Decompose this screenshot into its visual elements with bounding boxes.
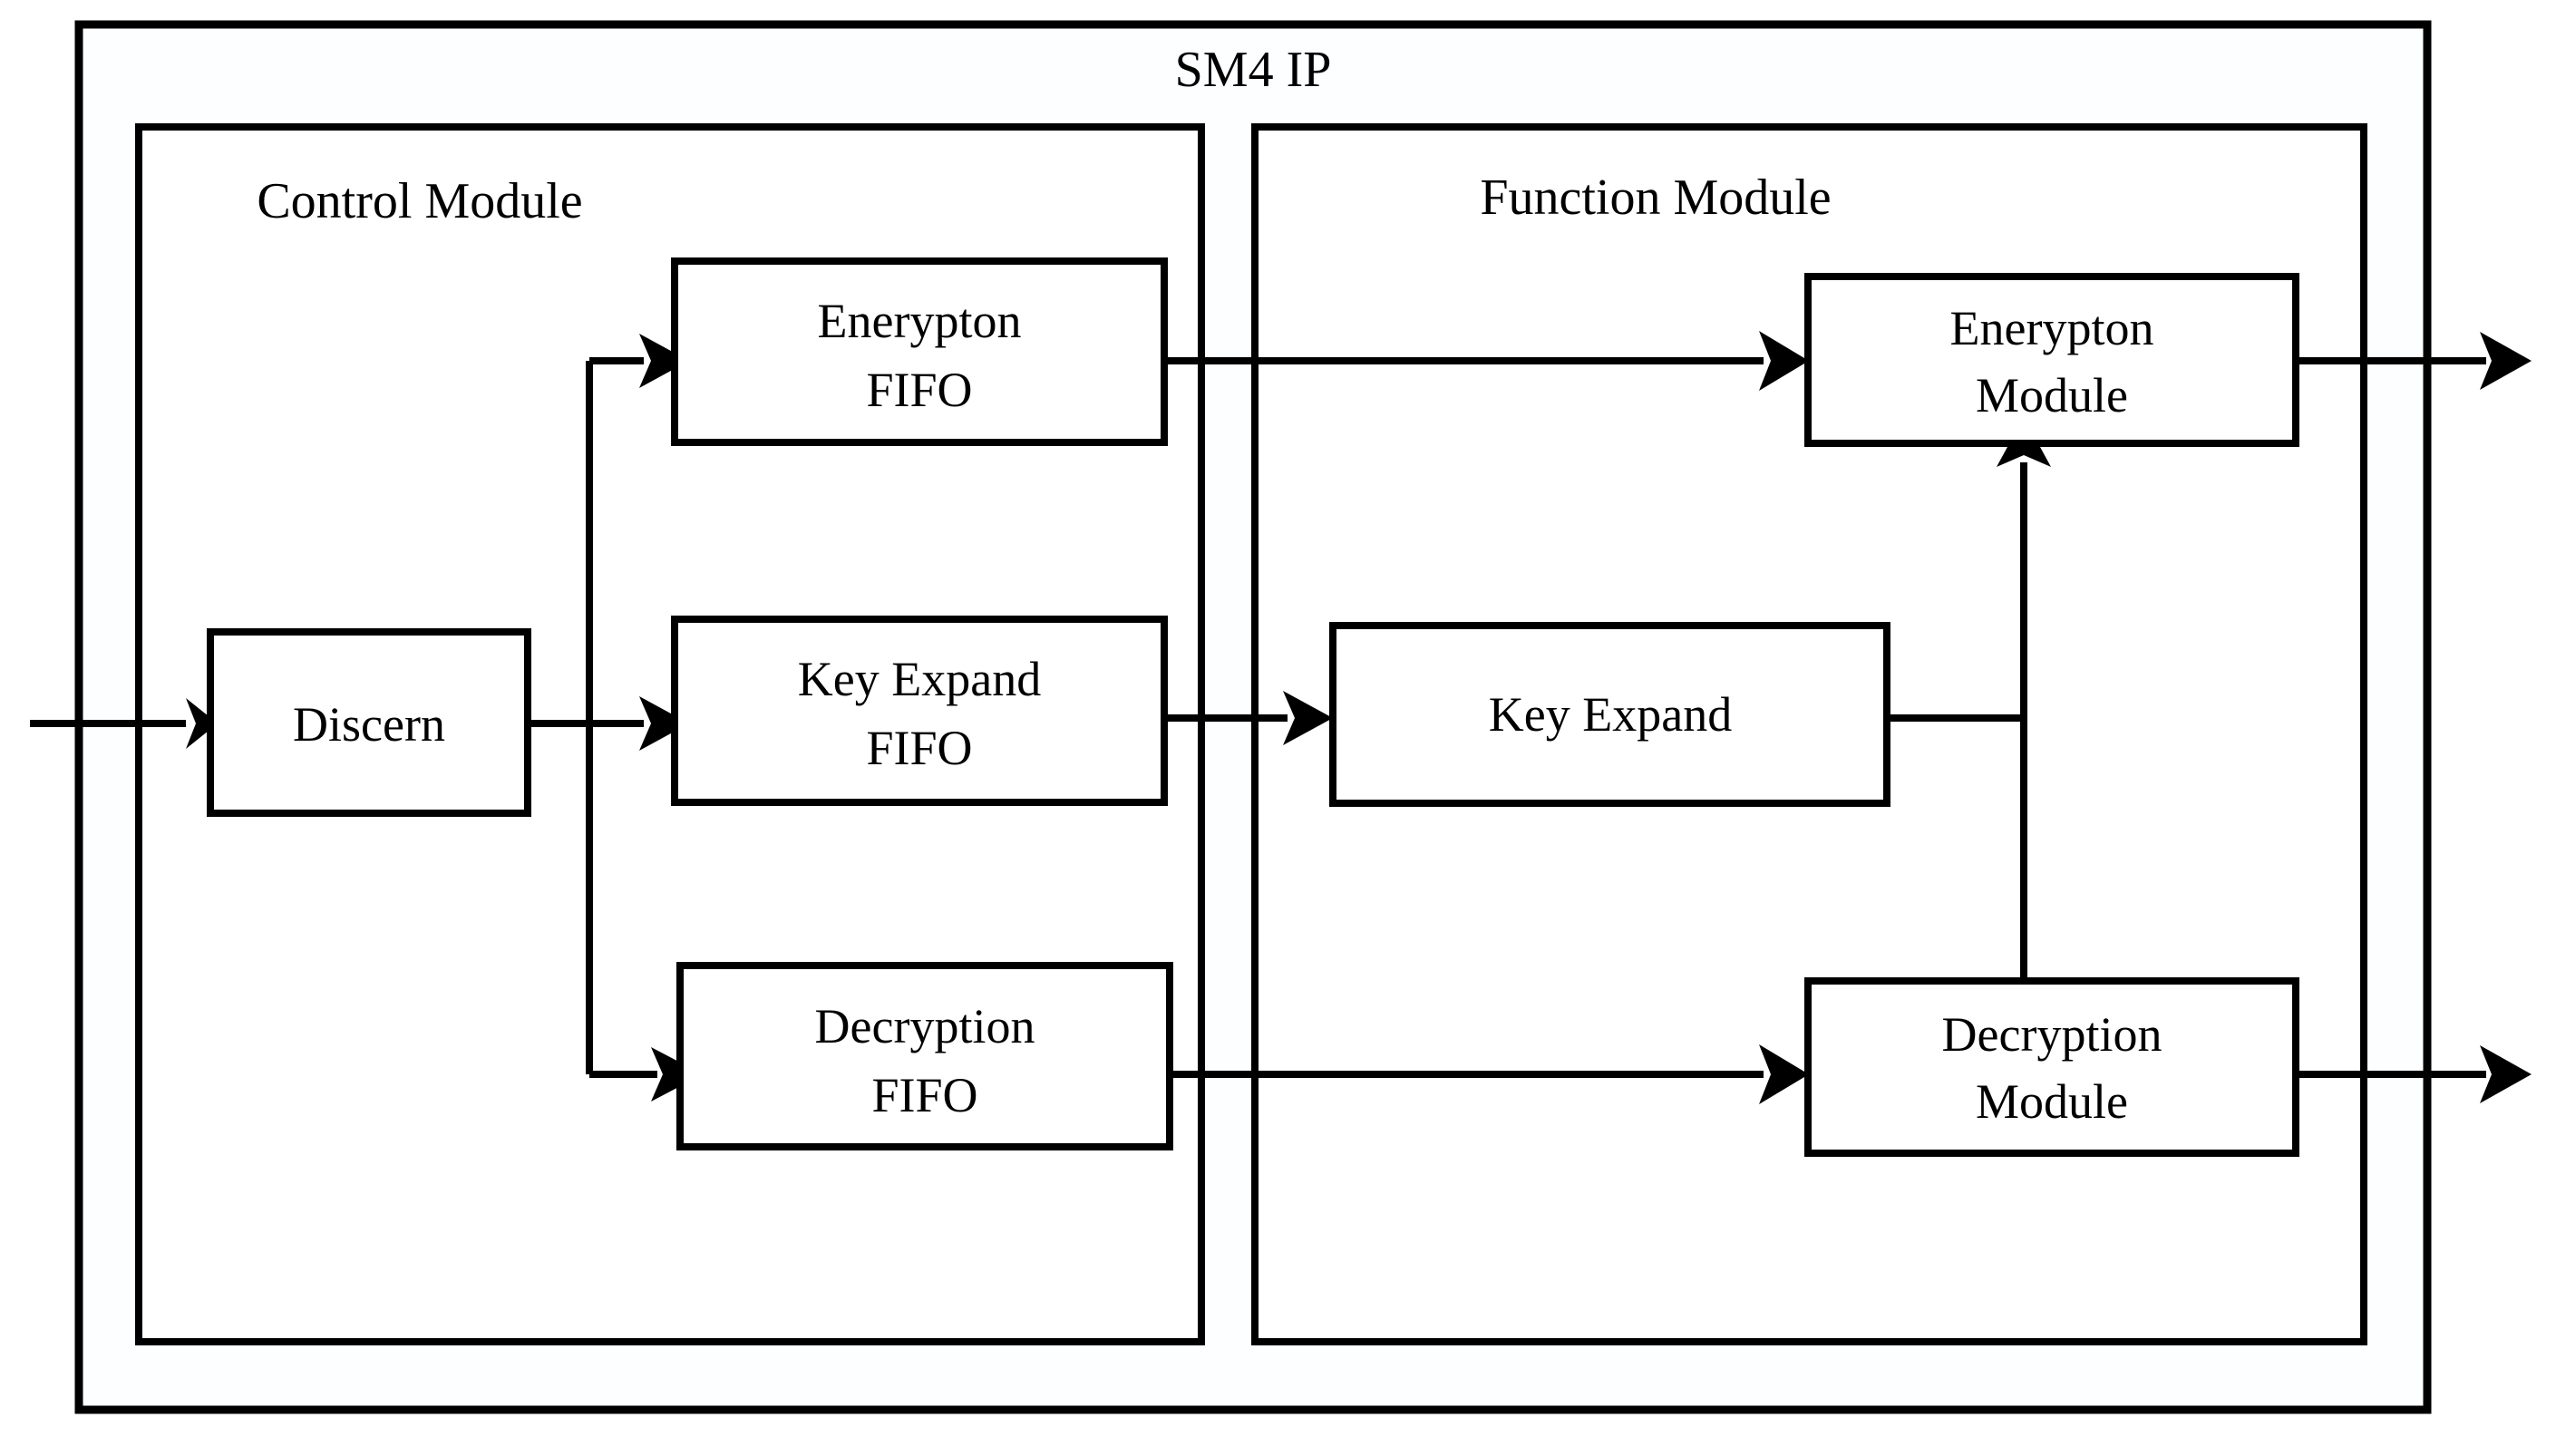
function-module-label: Function Module [1480,170,1831,226]
discern-box [207,628,531,817]
decryption-module-box [1804,977,2299,1157]
arrowhead-enerypton-module-output [2480,332,2532,390]
enerypton-module-label-line2: Module [1976,368,2128,422]
decryption-fifo-box [676,962,1173,1150]
block-enerypton-fifo[interactable]: Enerypton FIFO [671,257,1168,446]
arrowhead-to-enerypton-fifo [639,334,689,388]
enerypton-fifo-label-line1: Enerypton [818,294,1022,348]
enerypton-fifo-label-line2: FIFO [866,363,972,417]
block-enerypton-module[interactable]: Enerypton Module [1804,273,2299,447]
decryption-fifo-label-line2: FIFO [871,1068,977,1122]
arrowhead-decryption-module-output [2480,1045,2532,1103]
arrowhead-decryption-fifo-to-module [1759,1044,1809,1104]
discern-label: Discern [293,697,445,752]
key-expand-label: Key Expand [1489,687,1732,742]
arrowhead-input-to-discern [186,698,218,749]
block-key-expand[interactable]: Key Expand [1329,622,1890,807]
key-expand-box [1329,622,1890,807]
decryption-module-label-line2: Module [1976,1074,2128,1129]
page-title: SM4 IP [1175,42,1332,98]
key-expand-fifo-box [671,616,1168,806]
block-discern[interactable]: Discern [207,628,531,817]
enerypton-fifo-box [671,257,1168,446]
enerypton-module-box [1804,273,2299,447]
arrowhead-enerypton-fifo-to-module [1759,331,1809,391]
arrowhead-to-key-expand-fifo [639,696,689,751]
enerypton-module-label-line1: Enerypton [1950,301,2154,355]
decryption-fifo-label-line1: Decryption [815,999,1035,1053]
block-decryption-fifo[interactable]: Decryption FIFO [676,962,1173,1150]
control-module-label: Control Module [257,173,582,229]
key-expand-fifo-label-line1: Key Expand [798,652,1041,706]
arrowhead-key-expand-fifo-to-key-expand [1283,691,1333,745]
block-decryption-module[interactable]: Decryption Module [1804,977,2299,1157]
block-key-expand-fifo[interactable]: Key Expand FIFO [671,616,1168,806]
key-expand-fifo-label-line2: FIFO [866,721,972,775]
decryption-module-label-line1: Decryption [1942,1007,2162,1062]
